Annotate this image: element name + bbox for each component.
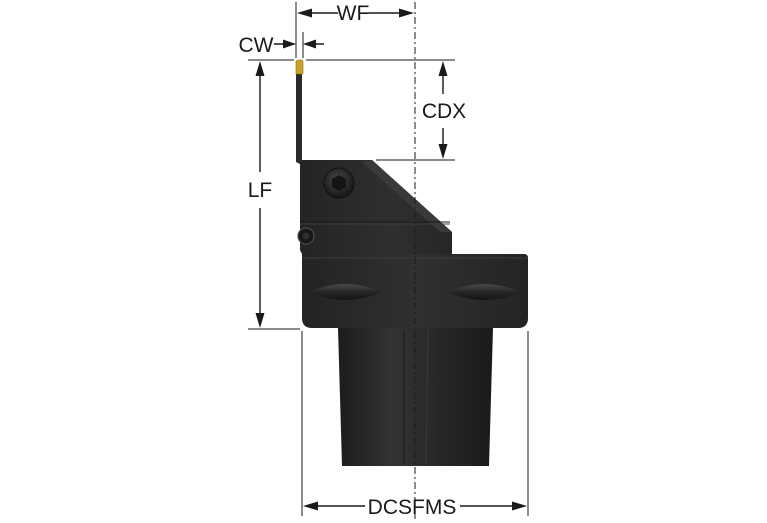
cdx-label: CDX <box>422 100 466 123</box>
adjust-screw-socket <box>302 232 310 240</box>
wf-arrow-right-icon <box>399 8 414 18</box>
dim-dcsfms: DCSFMS <box>301 331 529 519</box>
dcsfms-arrow-left-icon <box>303 501 318 511</box>
dcsfms-label: DCSFMS <box>368 496 457 519</box>
lf-label: LF <box>248 179 273 202</box>
dim-cw: CW <box>239 32 324 58</box>
wf-arrow-left-icon <box>297 8 312 18</box>
dim-wf: WF <box>295 2 414 58</box>
lf-arrow-up-icon <box>255 61 265 76</box>
cdx-arrow-up-icon <box>438 61 448 76</box>
head-chamfer-face <box>362 160 452 232</box>
flange-slot-left <box>309 284 382 300</box>
tool-holder <box>295 59 528 466</box>
shank-edge-line-2 <box>425 329 429 465</box>
cw-arrow-right-icon <box>283 39 296 49</box>
cutting-insert <box>295 59 304 75</box>
cw-arrow-left-icon <box>303 39 316 49</box>
flange-slot-right <box>448 284 521 300</box>
lf-arrow-down-icon <box>255 313 265 328</box>
cw-label: CW <box>239 34 274 57</box>
grooving-blade <box>296 74 302 164</box>
screw-hex-socket-icon <box>332 175 346 191</box>
dim-lf: LF <box>248 59 300 330</box>
dcsfms-arrow-right-icon <box>512 501 527 511</box>
wf-label: WF <box>337 2 370 25</box>
cdx-arrow-down-icon <box>438 144 448 159</box>
dim-cdx: CDX <box>306 59 466 161</box>
